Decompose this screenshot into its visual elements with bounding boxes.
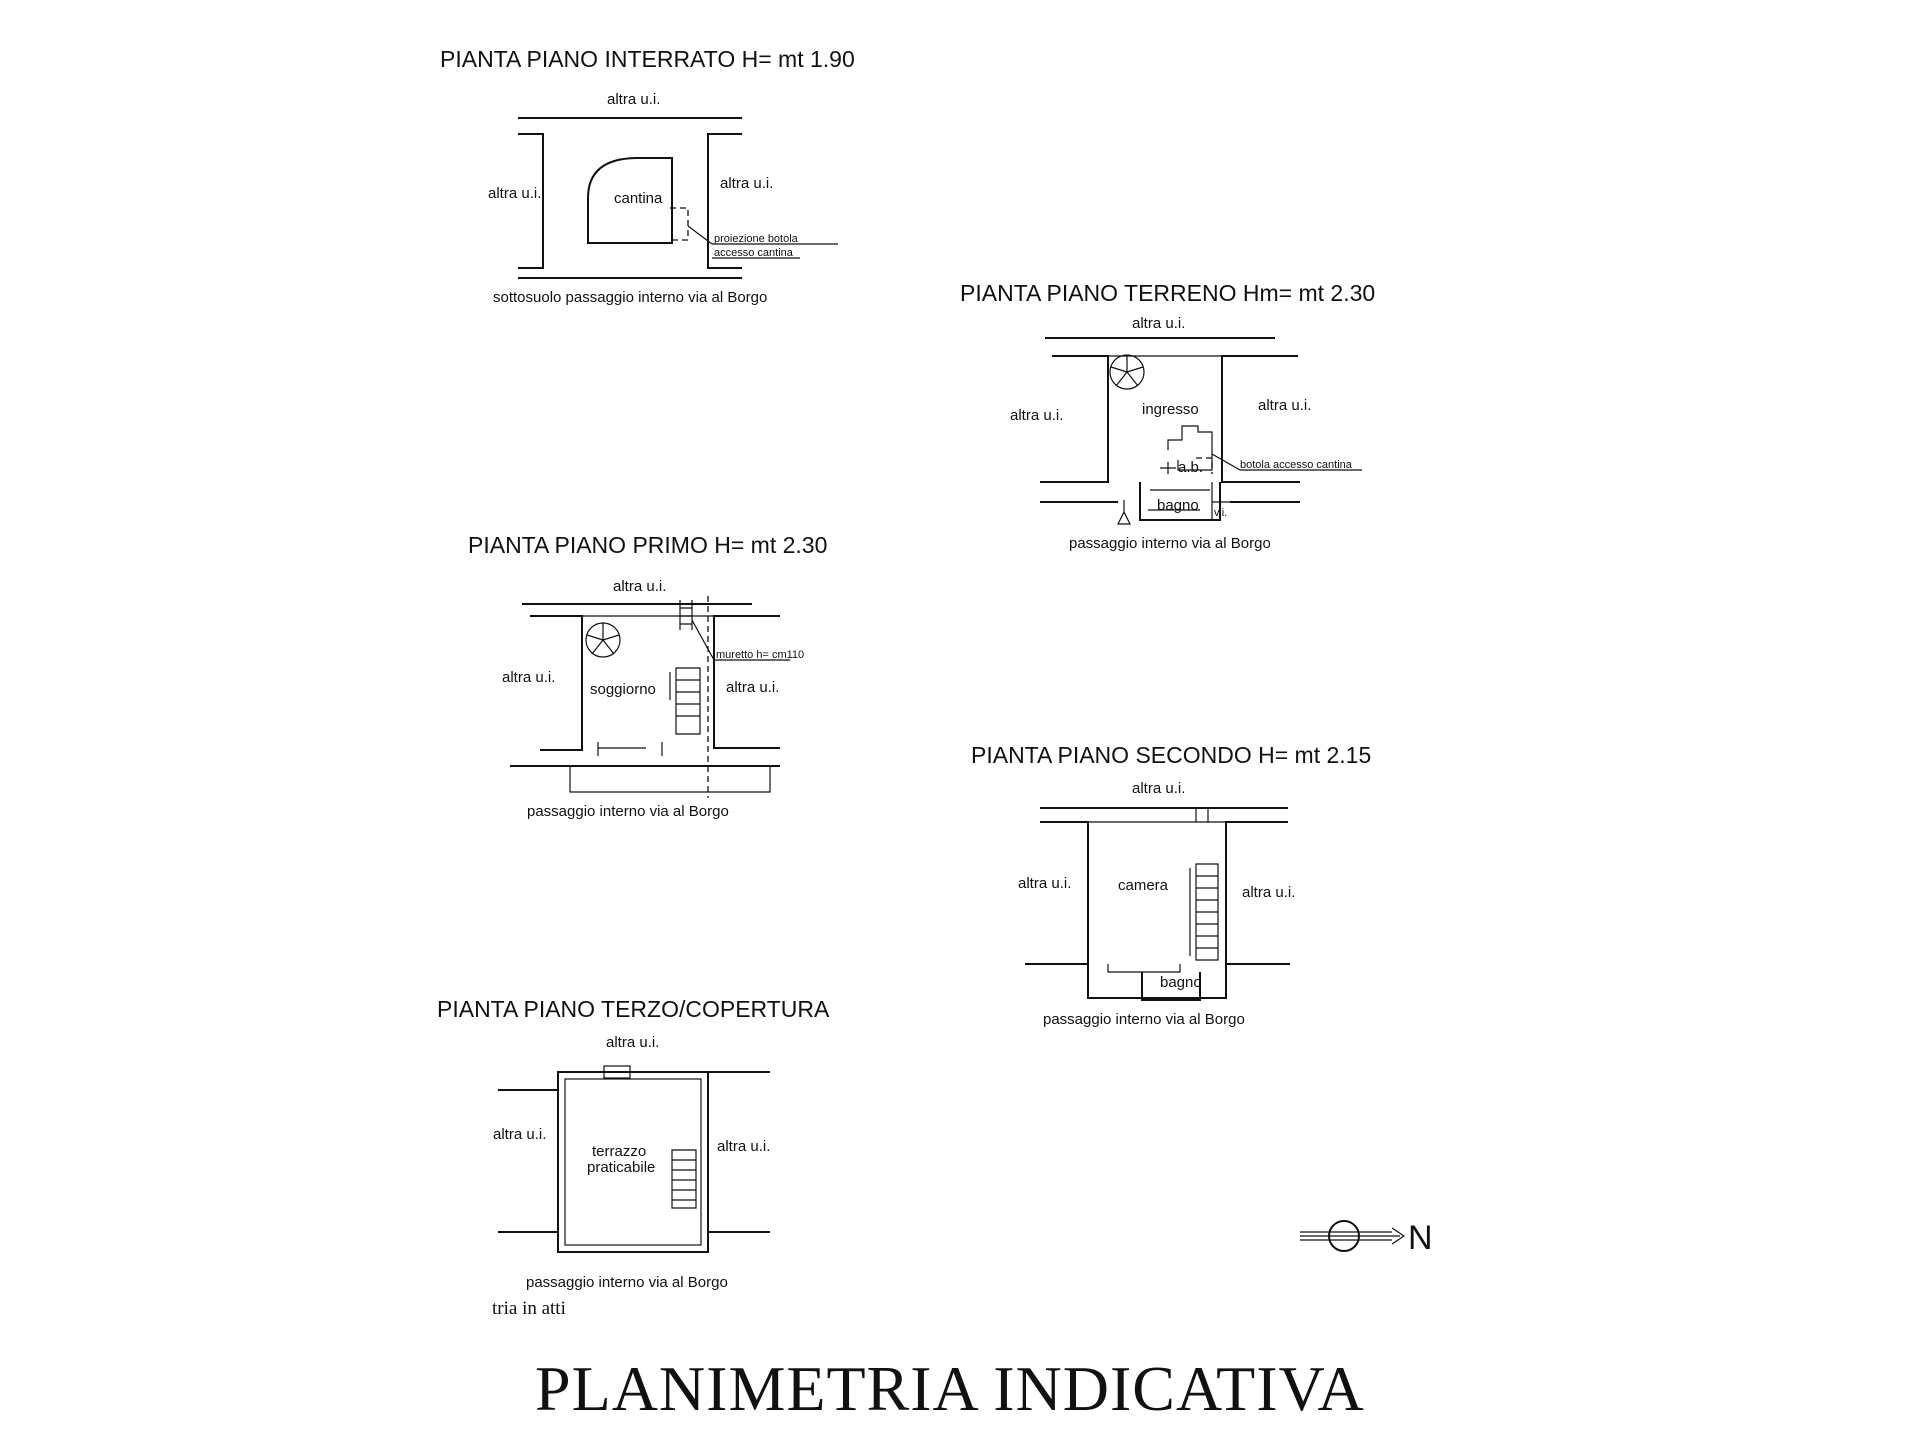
floor-title-secondo: PIANTA PIANO SECONDO H= mt 2.15 xyxy=(971,742,1371,768)
plan-primo: PIANTA PIANO PRIMO H= mt 2.30 altra u.i.… xyxy=(468,532,827,820)
label-bottom-passage: passaggio interno via al Borgo xyxy=(527,803,729,820)
note-trapdoor: botola accesso cantina xyxy=(1240,459,1353,471)
floor-title-terreno: PIANTA PIANO TERRENO Hm= mt 2.30 xyxy=(960,280,1375,306)
label-left-unit: altra u.i. xyxy=(502,669,555,686)
roof-hatch xyxy=(603,1065,631,1079)
room-label-ingresso: ingresso xyxy=(1142,401,1199,418)
terrace-outline xyxy=(557,1071,709,1253)
label-right-unit: altra u.i. xyxy=(1242,884,1295,901)
label-right-unit: altra u.i. xyxy=(717,1138,770,1155)
label-left-unit: altra u.i. xyxy=(1018,875,1071,892)
room-label-bagno: bagno xyxy=(1160,974,1202,991)
stair-flight xyxy=(1189,863,1219,961)
label-right-unit: altra u.i. xyxy=(1258,397,1311,414)
trapdoor xyxy=(1196,457,1213,474)
label-ab: a.b. xyxy=(1178,459,1203,476)
label-top-unit: altra u.i. xyxy=(607,91,660,108)
room-label-camera: camera xyxy=(1118,877,1169,894)
plan-secondo: PIANTA PIANO SECONDO H= mt 2.15 altra u.… xyxy=(971,742,1371,1028)
cellar-outline xyxy=(587,157,673,244)
bagno-annex xyxy=(1139,482,1221,521)
trapdoor-projection xyxy=(670,207,689,241)
room-label-cantina: cantina xyxy=(614,190,663,207)
label-top-unit: altra u.i. xyxy=(1132,315,1185,332)
label-left-unit: altra u.i. xyxy=(488,185,541,202)
label-bottom-passage: sottosuolo passaggio interno via al Borg… xyxy=(493,289,767,306)
plan-interrato: PIANTA PIANO INTERRATO H= mt 1.90 altra … xyxy=(440,46,855,306)
label-top-unit: altra u.i. xyxy=(606,1034,659,1051)
label-top-unit: altra u.i. xyxy=(1132,780,1185,797)
label-left-unit: altra u.i. xyxy=(1010,407,1063,424)
label-vi: v.i. xyxy=(1214,507,1227,519)
north-arrow-icon: N xyxy=(1300,1219,1433,1257)
note-muretto: muretto h= cm110 xyxy=(716,649,804,661)
label-right-unit: altra u.i. xyxy=(726,679,779,696)
handwritten-note: tria in atti xyxy=(492,1298,566,1319)
floor-title-terzo: PIANTA PIANO TERZO/COPERTURA xyxy=(437,996,830,1022)
label-bottom-passage: passaggio interno via al Borgo xyxy=(1069,535,1271,552)
room-label-terrazzo: terrazzo xyxy=(592,1143,646,1160)
plan-terreno: PIANTA PIANO TERRENO Hm= mt 2.30 altra u… xyxy=(960,280,1375,552)
label-left-unit: altra u.i. xyxy=(493,1126,546,1143)
plan-terzo: PIANTA PIANO TERZO/COPERTURA altra u.i. … xyxy=(437,996,830,1319)
label-right-unit: altra u.i. xyxy=(720,175,773,192)
note-trapdoor-line2: accesso cantina xyxy=(714,247,794,259)
floor-title-primo: PIANTA PIANO PRIMO H= mt 2.30 xyxy=(468,532,827,558)
label-top-unit: altra u.i. xyxy=(613,578,666,595)
label-bottom-passage: passaggio interno via al Borgo xyxy=(1043,1011,1245,1028)
room-label-soggiorno: soggiorno xyxy=(590,681,656,698)
page-title: PLANIMETRIA INDICATIVA xyxy=(535,1353,1365,1424)
stair-flight xyxy=(671,1149,697,1209)
entrance-arrow-icon xyxy=(1117,500,1131,525)
room-label-bagno: bagno xyxy=(1157,497,1199,514)
stair-flight xyxy=(669,667,701,735)
note-trapdoor-line1: proiezione botola xyxy=(714,233,799,245)
north-label: N xyxy=(1408,1219,1433,1257)
bagno-annex xyxy=(1141,972,1201,1001)
room-label-praticabile: praticabile xyxy=(587,1159,655,1176)
floor-title-interrato: PIANTA PIANO INTERRATO H= mt 1.90 xyxy=(440,46,855,72)
label-bottom-passage: passaggio interno via al Borgo xyxy=(526,1274,728,1291)
